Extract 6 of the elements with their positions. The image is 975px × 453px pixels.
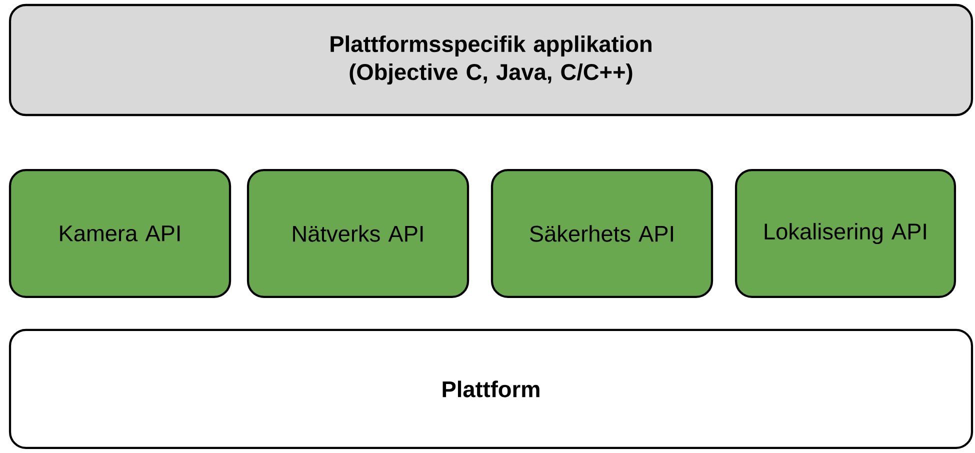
api-box: Lokalisering API [734,168,956,298]
api-box: Nätverks API [246,168,470,298]
api-box: Säkerhets API [490,168,714,298]
platform-layer-box: Plattform [8,328,974,450]
application-layer-box: Plattformsspecifik applikation (Objective C, Java, C/C++) [8,4,974,116]
api-box: Kamera API [8,168,232,298]
